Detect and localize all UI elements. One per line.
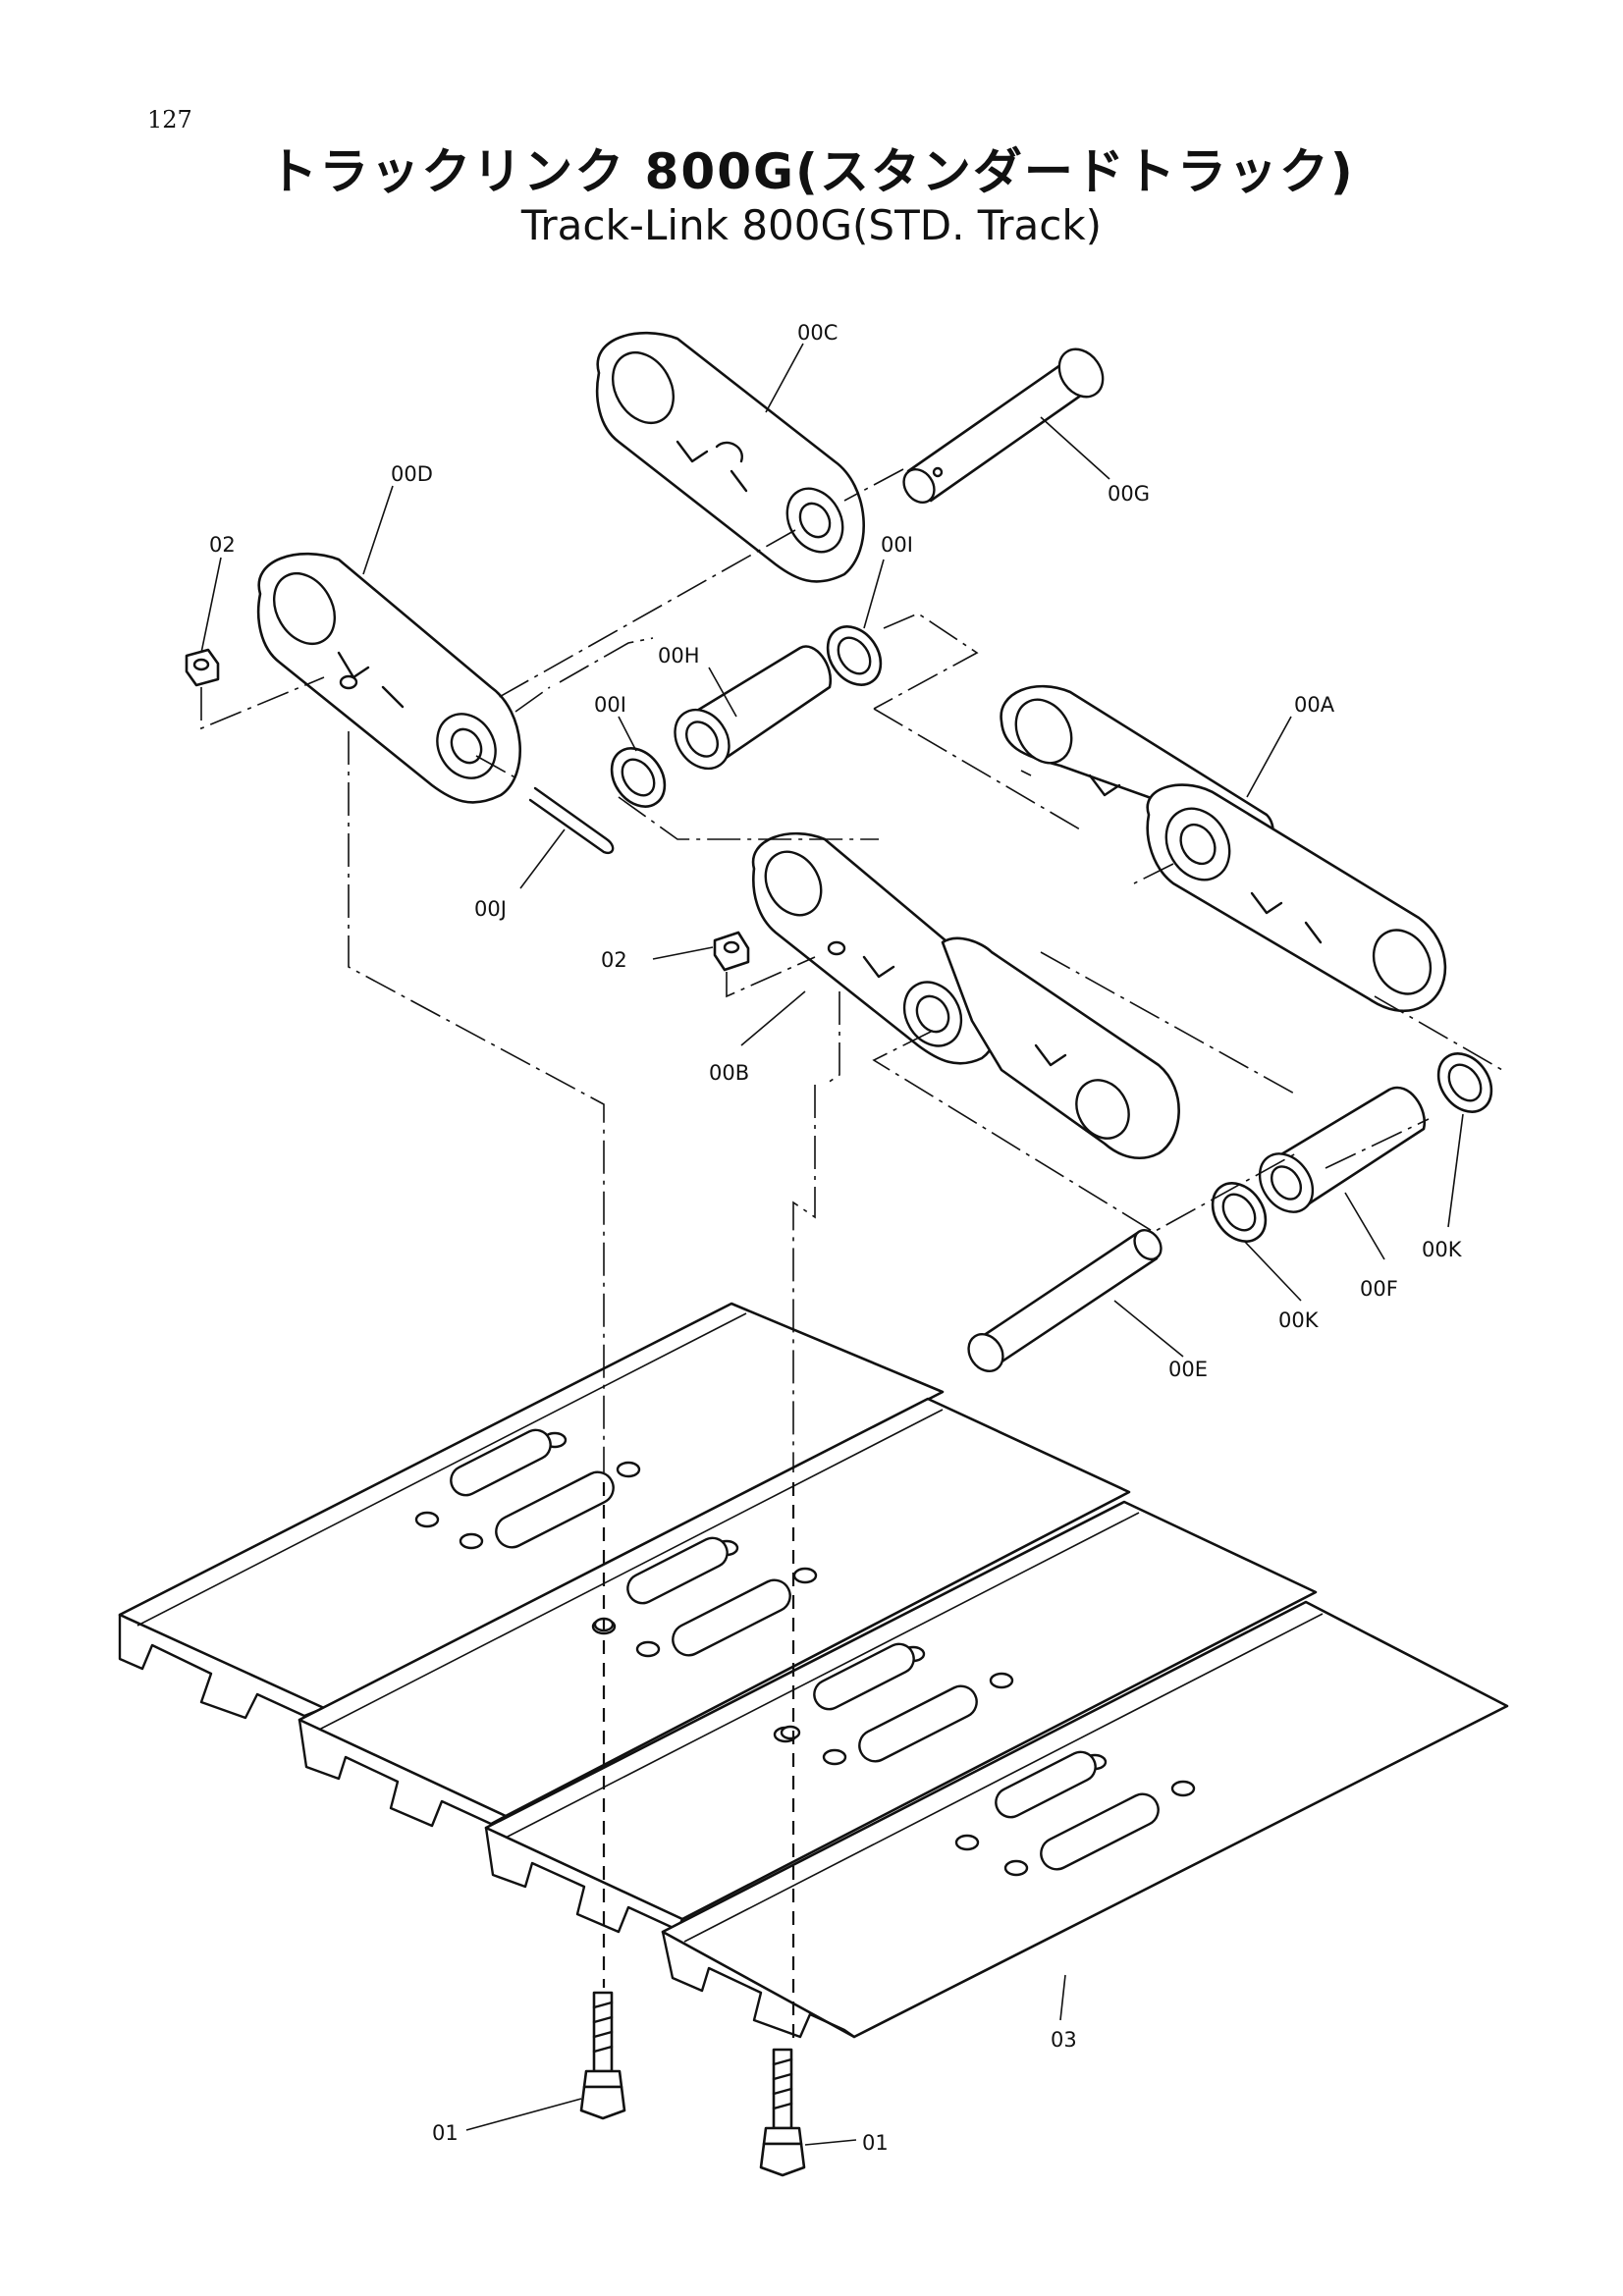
callout-01-left: 01 (432, 2121, 459, 2145)
page-number: 127 (147, 106, 192, 133)
callout-00I-lower: 00I (594, 693, 626, 717)
callout-03: 03 (1051, 2028, 1077, 2052)
callout-00C: 00C (797, 321, 838, 345)
title-japanese: トラックリンク 800G(スタンダードトラック) (268, 143, 1355, 200)
track-pin-00G (902, 347, 1105, 504)
bushing-00H (674, 645, 833, 771)
callout-00H: 00H (658, 644, 700, 667)
bushing-00F (1258, 1086, 1427, 1213)
track-shoe-assembly (118, 1302, 1509, 2039)
track-pin-00E (967, 1228, 1163, 1372)
seal-00K-lower (1211, 1182, 1268, 1243)
callout-00K-lower: 00K (1278, 1308, 1320, 1332)
bolt-01-left (579, 1991, 626, 2120)
seal-00K-upper (1436, 1052, 1493, 1113)
leader-lines (200, 343, 1464, 2146)
track-shoe-3 (484, 1500, 1318, 1921)
track-shoe-4 (661, 1600, 1509, 2039)
spring-pin-00J (528, 786, 615, 855)
track-link-00C (595, 331, 865, 583)
callout-labels: 00C 00G 00D 02 00I 00H 00I 00A 00J 02 00… (209, 321, 1463, 2155)
callout-00A: 00A (1294, 693, 1335, 717)
callout-00B: 00B (709, 1061, 749, 1085)
track-link-00A (1000, 684, 1447, 1013)
shoe-holes (414, 1428, 1196, 1877)
track-link-00D (256, 552, 521, 804)
callout-00D: 00D (391, 462, 433, 486)
callout-00F: 00F (1360, 1277, 1398, 1301)
title-english: Track-Link 800G(STD. Track) (520, 201, 1103, 249)
callout-02-middle: 02 (601, 948, 627, 972)
callout-01-right: 01 (862, 2131, 889, 2155)
seal-00I-upper (826, 625, 883, 686)
seal-00I-lower (610, 747, 667, 808)
assembly-lines (200, 468, 1503, 2047)
track-shoe-2 (298, 1397, 1131, 1818)
callout-00E: 00E (1168, 1358, 1208, 1381)
nut-02-middle (713, 931, 750, 972)
bolt-01-right (759, 2048, 806, 2177)
callout-00K-upper: 00K (1422, 1238, 1463, 1261)
callout-00G: 00G (1108, 482, 1150, 506)
callout-02-left: 02 (209, 533, 236, 557)
callout-00I-upper: 00I (881, 533, 913, 557)
callout-00J: 00J (474, 897, 507, 921)
track-link-00B (751, 831, 1180, 1159)
nut-02-left (185, 648, 220, 687)
